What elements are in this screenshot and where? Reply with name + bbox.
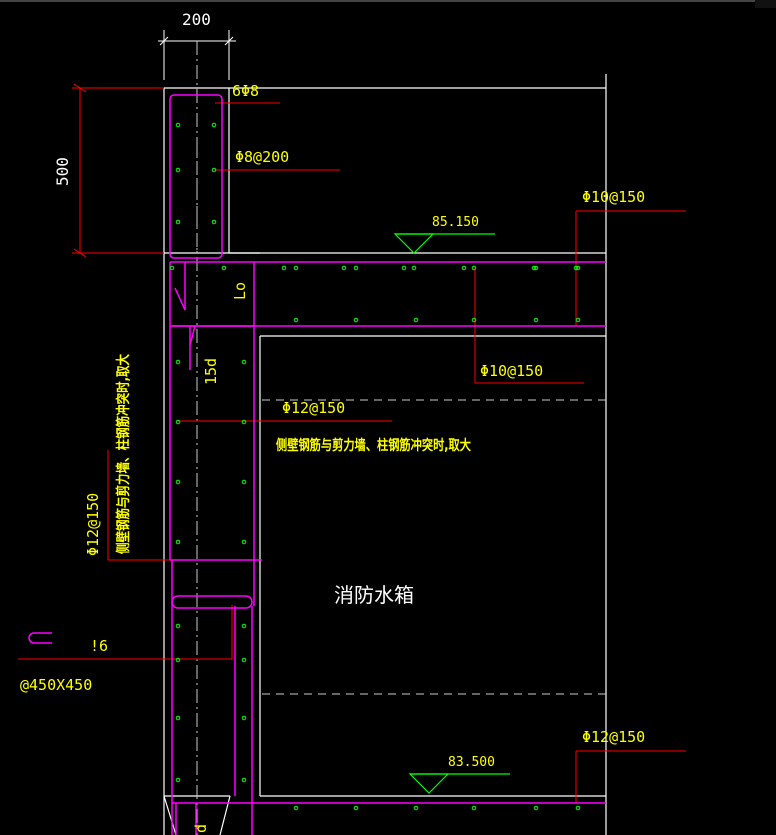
rebar-dot — [293, 805, 299, 811]
label-bottom-d: d — [192, 824, 210, 833]
rebar-dot — [575, 805, 581, 811]
rebar-dot — [293, 265, 299, 271]
rebar-dot — [175, 777, 181, 783]
rebar-dot — [471, 805, 477, 811]
rebar-dot — [573, 265, 579, 271]
rebar-dot — [575, 317, 581, 323]
rebar-dot — [169, 265, 175, 271]
label-mid-bars: Φ10@150 — [480, 362, 543, 380]
label-elev-top: 85.150 — [432, 215, 479, 230]
label-bend-15d: 15d — [202, 358, 220, 385]
rebar-dot — [401, 265, 407, 271]
dim-500: 500 — [53, 157, 72, 186]
rebar-dot — [533, 805, 539, 811]
hidden-lines — [196, 150, 606, 695]
rebar-dot — [175, 657, 181, 663]
rebar-dot — [241, 419, 247, 425]
rebar-dot — [241, 359, 247, 365]
label-hook-spacing: @450X450 — [20, 676, 92, 694]
label-wall-note: 侧壁钢筋与剪力墙、柱钢筋冲突时,取大 — [276, 437, 471, 454]
rebar-dot — [175, 122, 181, 128]
rebar-dot — [241, 777, 247, 783]
rebar-dot — [531, 265, 537, 271]
rebar-dot — [241, 539, 247, 545]
dim-200: 200 — [182, 10, 211, 29]
rebar-dot — [281, 265, 287, 271]
rebar-dot — [461, 265, 467, 271]
rebar-dot — [211, 122, 217, 128]
rebar-dot — [575, 265, 581, 271]
label-top-bars: 6Φ8 — [232, 82, 259, 100]
rebar-dot — [353, 805, 359, 811]
rebar-dot — [241, 715, 247, 721]
rebar-dot — [533, 265, 539, 271]
rebar-dot — [241, 657, 247, 663]
rebar-dot — [175, 359, 181, 365]
label-anchor-lo: Lo — [231, 282, 249, 300]
rebar-lines — [28, 94, 606, 835]
label-wall-bars: Φ12@150 — [282, 399, 345, 417]
concrete-outline — [163, 74, 607, 835]
rebar-dot — [211, 167, 217, 173]
level-markers — [393, 233, 510, 794]
rebar-dot — [175, 419, 181, 425]
rebar-dot — [241, 479, 247, 485]
rebar-dot — [175, 539, 181, 545]
label-hook-size: !6 — [90, 637, 108, 655]
rebar-dot — [175, 623, 181, 629]
rebar-dot — [413, 317, 419, 323]
rebar-dot — [221, 265, 227, 271]
label-bottom-bars: Φ12@150 — [582, 728, 645, 746]
rebar-dot — [241, 623, 247, 629]
label-top-stirrup: Φ8@200 — [235, 148, 289, 166]
rebar-dots — [169, 122, 581, 811]
rebar-dot — [353, 317, 359, 323]
rebar-dot — [533, 317, 539, 323]
rebar-dot — [175, 219, 181, 225]
rebar-dot — [411, 265, 417, 271]
rebar-dot — [175, 479, 181, 485]
rebar-dot — [175, 715, 181, 721]
rebar-dot — [211, 219, 217, 225]
rebar-dot — [471, 265, 477, 271]
label-tank-name: 消防水箱 — [334, 583, 414, 607]
rebar-dot — [471, 317, 477, 323]
rebar-dot — [293, 317, 299, 323]
label-right-top-bars: Φ10@150 — [582, 188, 645, 206]
rebar-dot — [413, 805, 419, 811]
label-elev-bottom: 83.500 — [448, 755, 495, 770]
rebar-dot — [353, 265, 359, 271]
label-vert-bars: Φ12@150 — [84, 493, 102, 556]
scroll-stub — [755, 0, 776, 8]
dimension-lines — [158, 30, 236, 835]
rebar-dot — [175, 167, 181, 173]
rebar-dot — [341, 265, 347, 271]
label-vert-note: 侧壁钢筋与剪力墙、柱钢筋冲突时,取大 — [115, 354, 132, 554]
